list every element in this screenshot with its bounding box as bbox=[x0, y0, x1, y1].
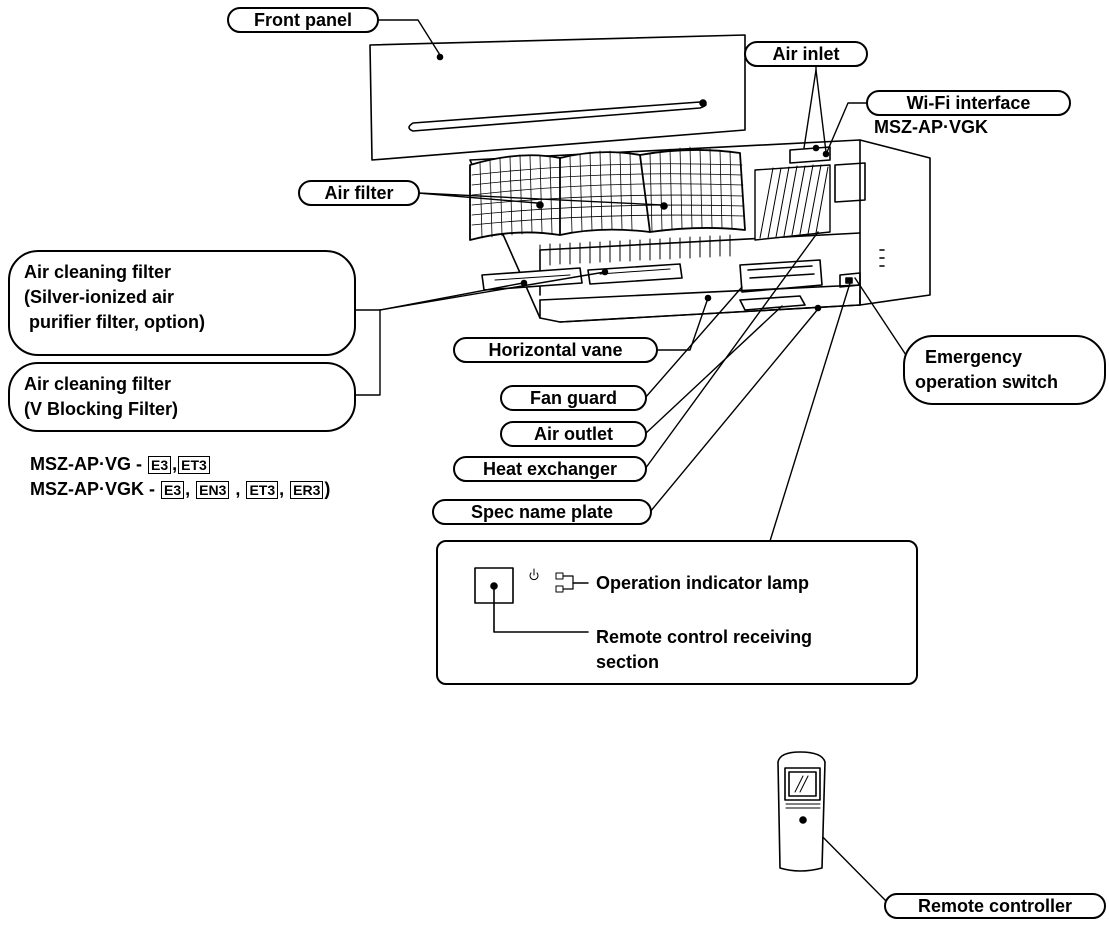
indicator-inset-box bbox=[436, 540, 918, 685]
inset-drawing bbox=[474, 567, 589, 633]
model-code: ET3 bbox=[246, 481, 279, 499]
model-list: MSZ-AP·VG - E3,ET3 MSZ-AP·VGK - E3, EN3 … bbox=[30, 452, 330, 502]
remote-receiving-section-label: Remote control receiving section bbox=[596, 627, 813, 672]
remote-controller-drawing bbox=[777, 751, 826, 872]
air-cleaning-filter-drawing bbox=[481, 263, 683, 291]
heat-exchanger-label: Heat exchanger bbox=[453, 456, 647, 482]
air-filter-label: Air filter bbox=[298, 180, 420, 206]
leader-lines bbox=[353, 19, 907, 904]
front-panel-label: Front panel bbox=[227, 7, 379, 33]
heat-exchanger-drawing bbox=[754, 164, 831, 241]
wifi-interface-drawing bbox=[789, 144, 831, 164]
model-code: ER3 bbox=[290, 481, 324, 499]
wifi-model-label: MSZ-AP·VGK bbox=[874, 117, 988, 137]
operation-indicator-lamp-label: Operation indicator lamp bbox=[596, 573, 810, 593]
air-cleaning-filter-silver-label: Air cleaning filter (Silver-ionized air … bbox=[8, 250, 356, 356]
model-code: E3 bbox=[161, 481, 185, 499]
spec-name-plate-label: Spec name plate bbox=[432, 499, 652, 525]
remote-controller-label: Remote controller bbox=[884, 893, 1106, 919]
model-line-1: MSZ-AP·VG - E3,ET3 bbox=[30, 452, 330, 477]
horizontal-vane-label: Horizontal vane bbox=[453, 337, 658, 363]
wifi-interface-label: Wi-Fi interface bbox=[866, 90, 1071, 116]
model-line-2: MSZ-AP·VGK - E3, EN3 , ET3, ER3) bbox=[30, 479, 331, 499]
air-cleaning-filter-v-label: Air cleaning filter (V Blocking Filter) bbox=[8, 362, 356, 432]
front-panel-drawing bbox=[369, 34, 746, 161]
air-outlet-label: Air outlet bbox=[500, 421, 647, 447]
air-filter-drawing bbox=[469, 146, 746, 241]
emergency-operation-switch-label: Emergency operation switch bbox=[903, 335, 1106, 405]
model-code: ET3 bbox=[178, 456, 210, 474]
model-code: E3 bbox=[148, 456, 172, 474]
fin-grille-drawing bbox=[539, 234, 731, 266]
fan-guard-label: Fan guard bbox=[500, 385, 647, 411]
model-code: EN3 bbox=[196, 481, 230, 499]
air-inlet-label: Air inlet bbox=[744, 41, 868, 67]
